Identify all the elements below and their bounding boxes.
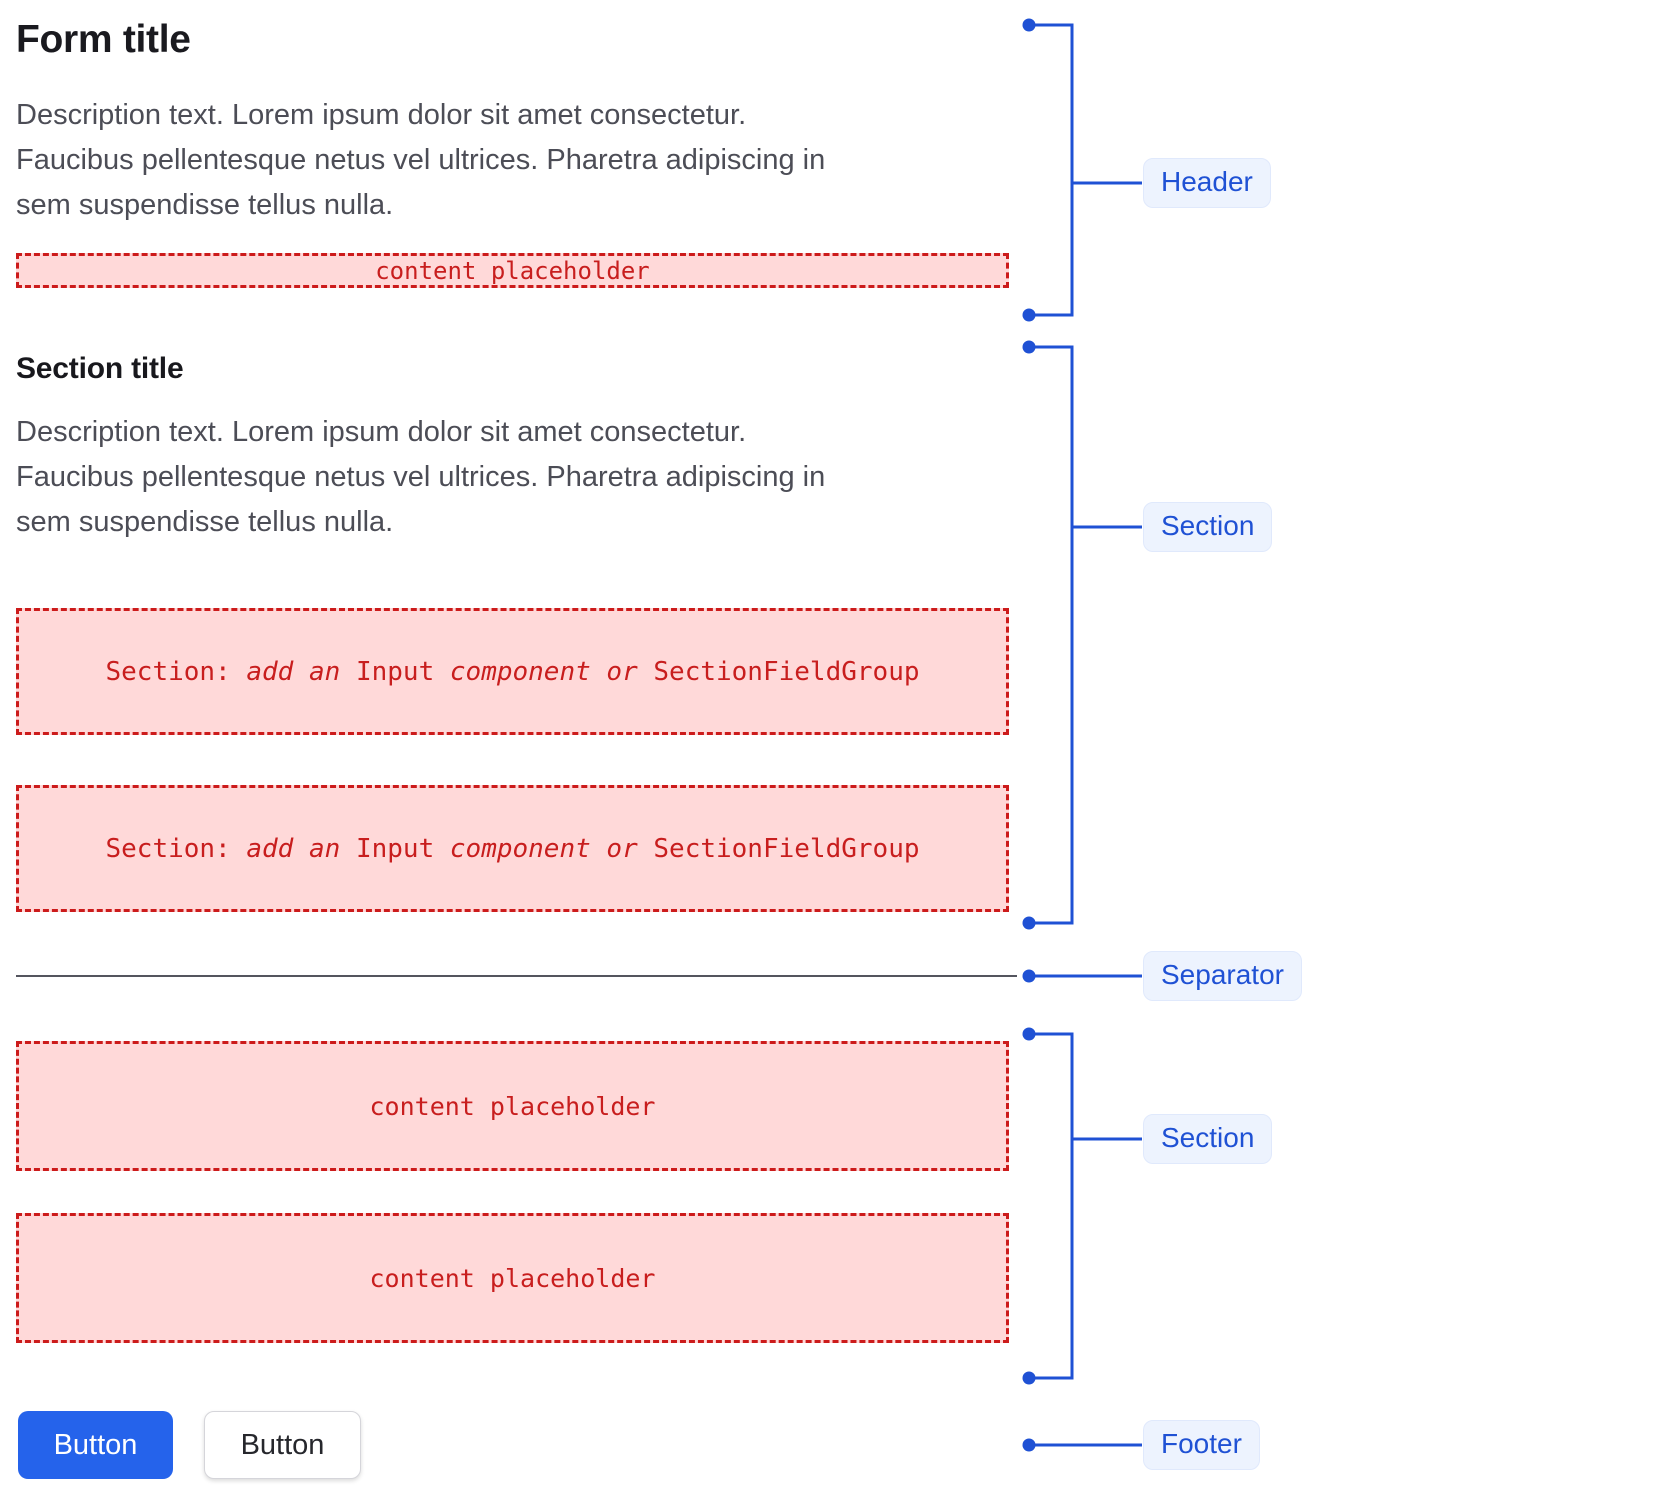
slot-placeholder-text: Section: add an Input component or Secti… — [105, 834, 919, 864]
separator-line — [16, 975, 1017, 977]
placeholder-text: content placeholder — [369, 1263, 656, 1293]
slot-hint: component or — [434, 656, 654, 687]
slot-component-name: Input — [355, 833, 435, 864]
callout-label-header: Header — [1143, 158, 1271, 208]
description-line: Description text. Lorem ipsum dolor sit … — [16, 99, 747, 131]
section-title: Section title — [16, 352, 184, 385]
primary-button[interactable]: Button — [18, 1411, 173, 1479]
callout-label-separator: Separator — [1143, 951, 1302, 1001]
header-content-placeholder: content placeholder — [16, 253, 1009, 288]
callout-label-section-1: Section — [1143, 502, 1273, 552]
placeholder-text: content placeholder — [369, 1091, 656, 1121]
header-bracket — [1033, 23, 1074, 317]
slot-hint: component or — [434, 833, 654, 864]
slot-label: Section: — [105, 833, 247, 864]
form-title: Form title — [16, 18, 191, 61]
anchor-dots — [1022, 18, 1036, 1452]
callout-label-section-2: Section — [1143, 1114, 1273, 1164]
slot-component-name: Input — [355, 656, 435, 687]
slot-placeholder-text: Section: add an Input component or Secti… — [105, 657, 919, 687]
anchor-dot — [1022, 308, 1036, 322]
section-slot-placeholder: Section: add an Input component or Secti… — [16, 785, 1009, 912]
anchor-dot — [1022, 1027, 1036, 1041]
section-content-placeholder: content placeholder — [16, 1213, 1009, 1343]
callout-label-footer: Footer — [1143, 1420, 1260, 1470]
description-line: Description text. Lorem ipsum dolor sit … — [16, 416, 747, 448]
anchor-dot — [1022, 916, 1036, 930]
slot-component-name: SectionFieldGroup — [653, 656, 920, 687]
description-line: Faucibus pellentesque netus vel ultrices… — [16, 144, 826, 176]
slot-hint: add an — [246, 833, 356, 864]
secondary-button[interactable]: Button — [204, 1411, 361, 1479]
description-line: sem suspendisse tellus nulla. — [16, 189, 394, 221]
section1-bracket — [1033, 345, 1074, 925]
anchor-dot — [1022, 18, 1036, 32]
section-slot-placeholder: Section: add an Input component or Secti… — [16, 608, 1009, 735]
section-description: Description text. Lorem ipsum dolor sit … — [16, 410, 996, 545]
description-line: sem suspendisse tellus nulla. — [16, 506, 394, 538]
slot-component-name: SectionFieldGroup — [653, 833, 920, 864]
section-content-placeholder: content placeholder — [16, 1041, 1009, 1171]
slot-label: Section: — [105, 656, 247, 687]
anchor-dot — [1022, 1438, 1036, 1452]
slot-hint: add an — [246, 656, 356, 687]
placeholder-text: content placeholder — [375, 256, 650, 285]
anchor-dot — [1022, 340, 1036, 354]
anchor-dot — [1022, 969, 1036, 983]
description-line: Faucibus pellentesque netus vel ultrices… — [16, 461, 826, 493]
anchor-dot — [1022, 1371, 1036, 1385]
form-description: Description text. Lorem ipsum dolor sit … — [16, 93, 996, 228]
section2-bracket — [1033, 1032, 1074, 1380]
